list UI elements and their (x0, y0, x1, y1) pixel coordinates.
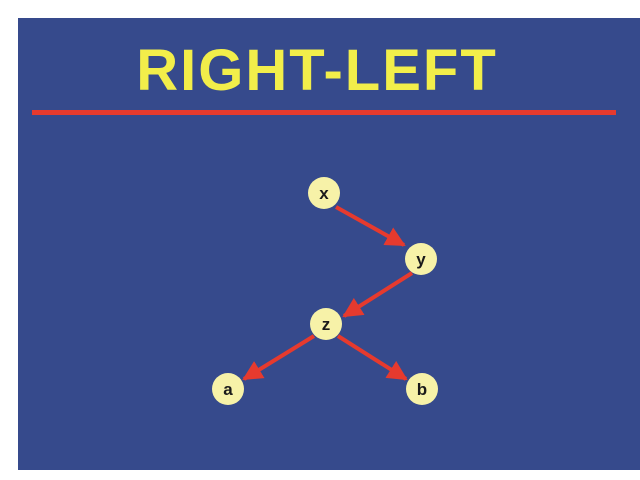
edge-x-y (335, 205, 406, 247)
edge-z-b (336, 334, 408, 381)
node-a-label: a (223, 380, 233, 399)
node-b: b (406, 373, 438, 405)
node-x-label: x (319, 184, 329, 203)
title-underline (32, 110, 616, 115)
node-b-label: b (417, 380, 427, 399)
slide (18, 18, 640, 470)
node-y: y (405, 243, 437, 275)
node-a: a (212, 373, 244, 405)
edge-y-z (342, 271, 414, 318)
node-y-label: y (416, 250, 426, 269)
slide-title: RIGHT-LEFT (136, 38, 498, 103)
node-x: x (308, 177, 340, 209)
node-z-label: z (322, 315, 331, 334)
node-z: z (310, 308, 342, 340)
edge-z-a (242, 334, 316, 381)
